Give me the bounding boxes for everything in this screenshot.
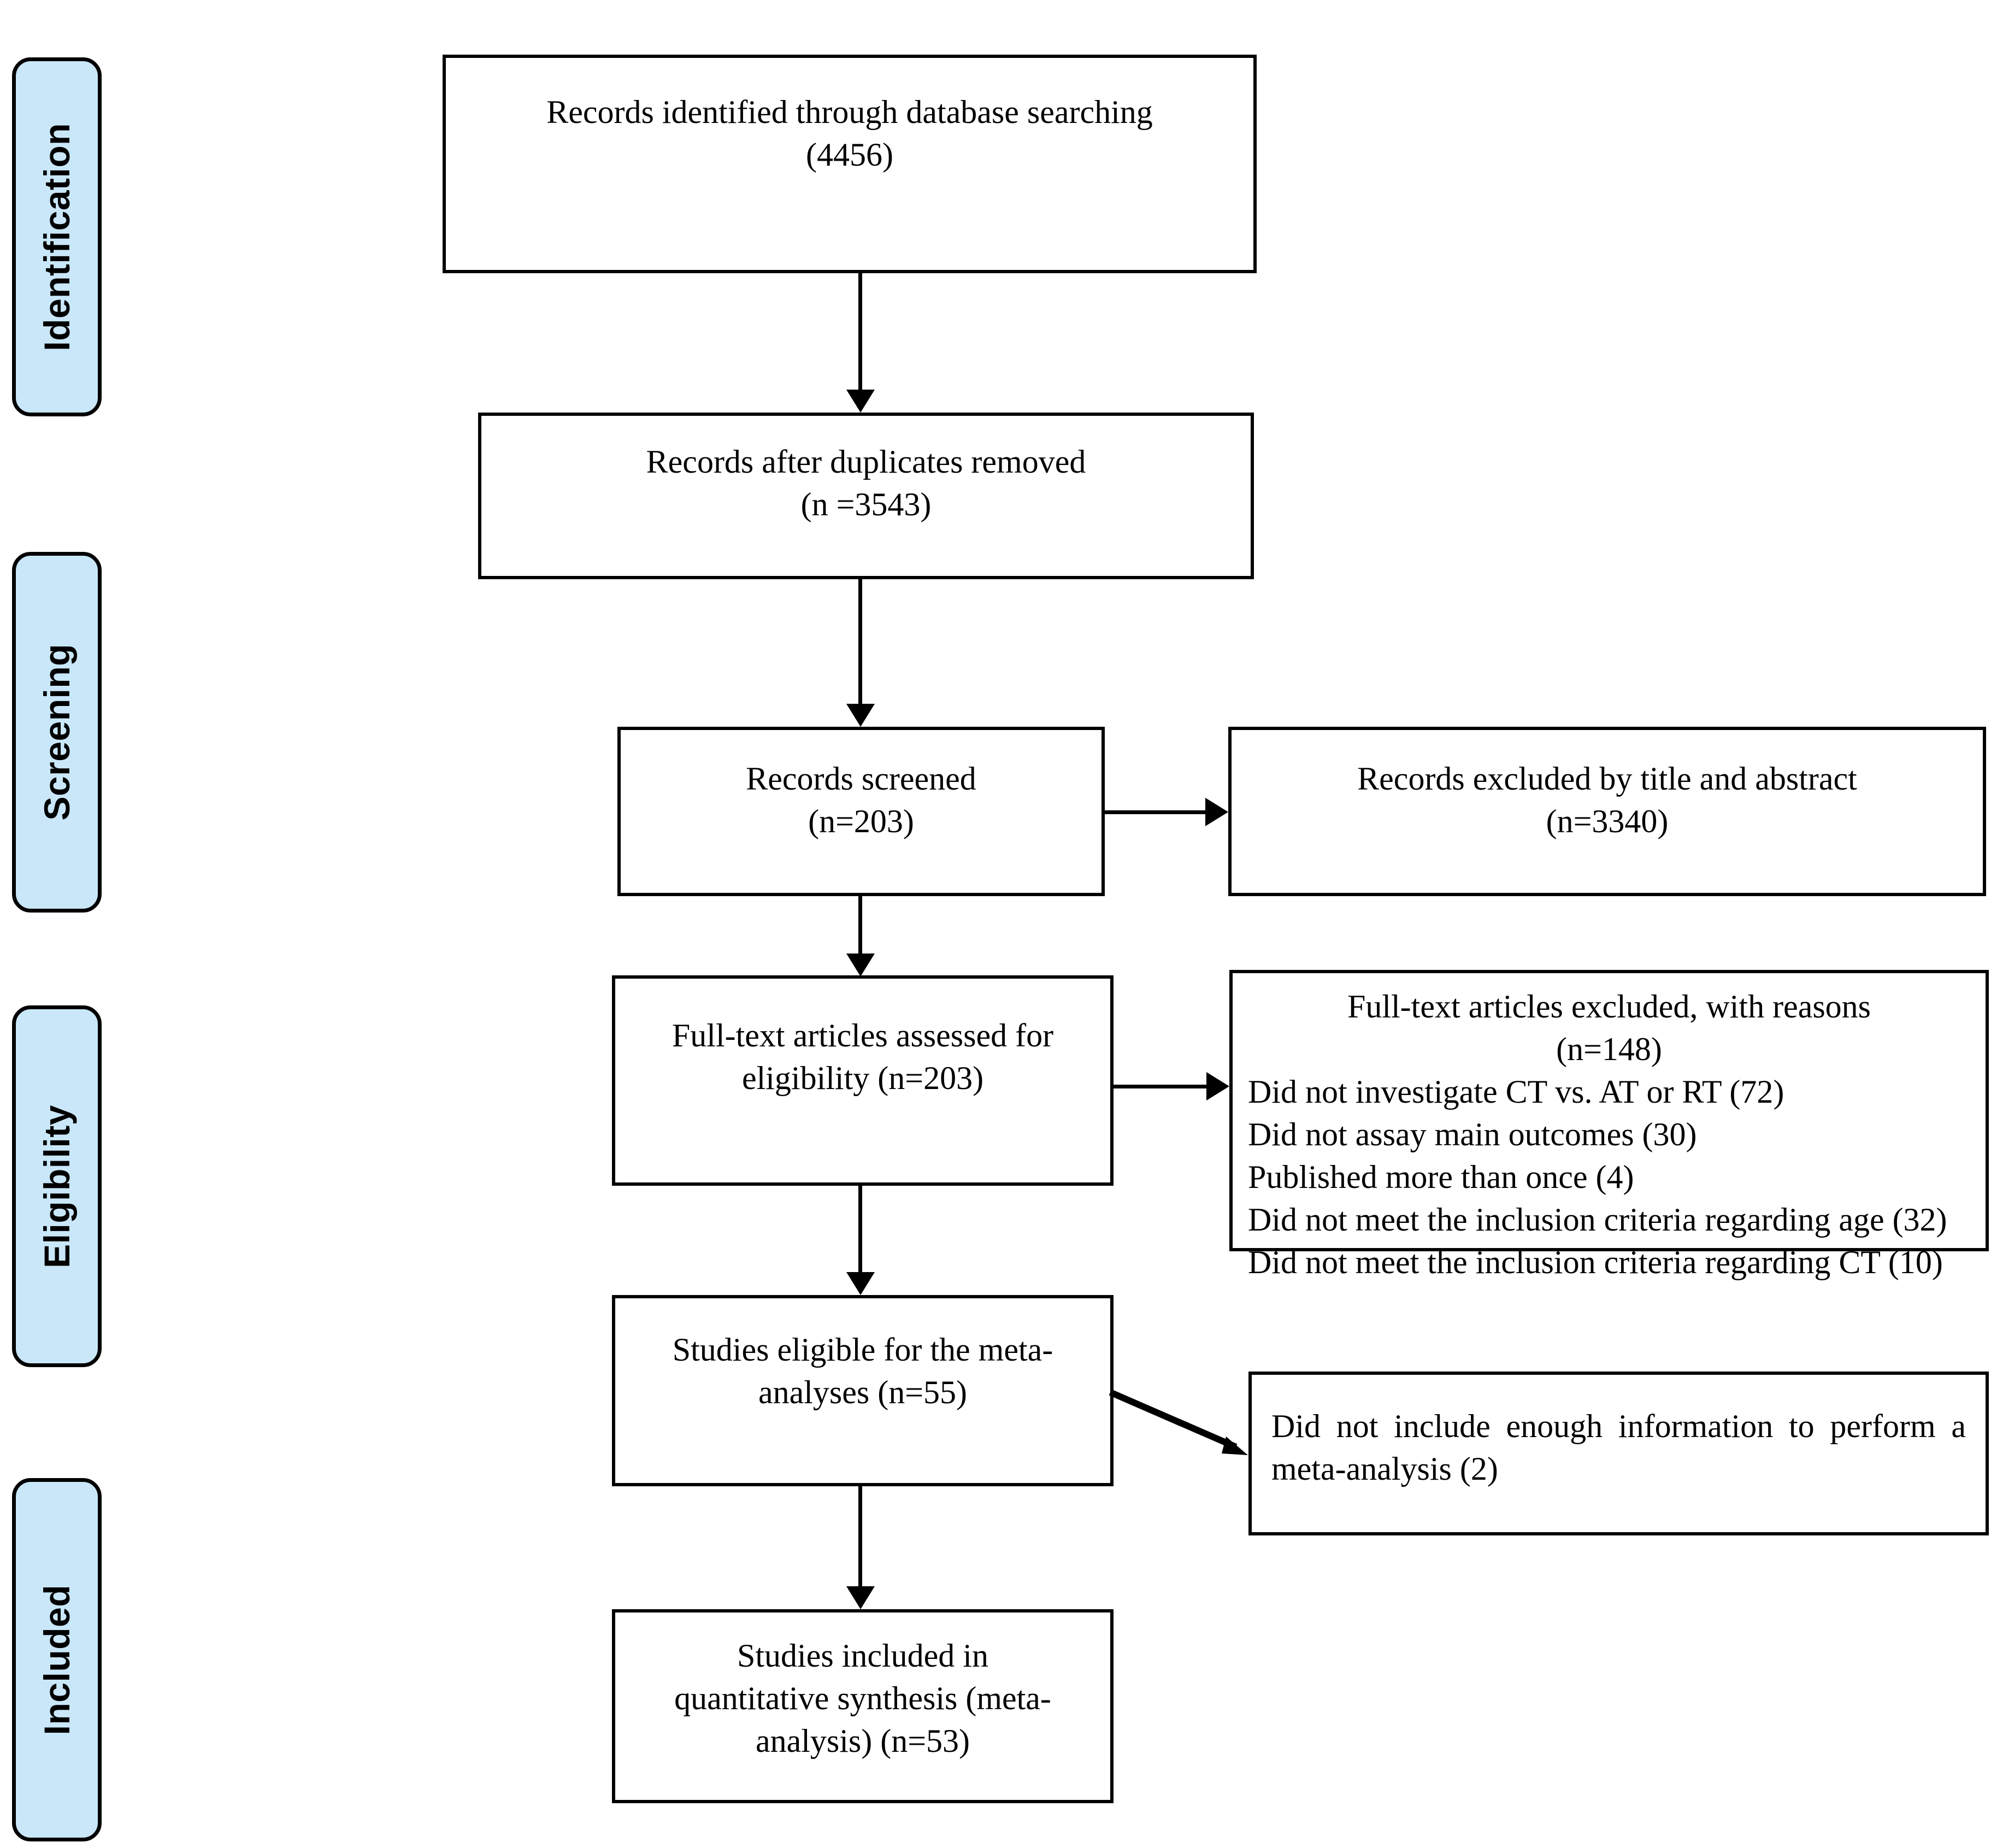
arrowhead-dedup-to-screened xyxy=(846,704,875,727)
box-not-enough-information-text: Did not include enough information to pe… xyxy=(1271,1408,1966,1487)
box-fulltext-assessed-line1: Full-text articles assessed for xyxy=(671,1017,1054,1054)
connector-eligible-to-not-enough-info xyxy=(1109,1389,1248,1455)
box-not-enough-information: Did not include enough information to pe… xyxy=(1248,1372,1989,1535)
box-records-screened-line2: (n=203) xyxy=(808,803,914,839)
box-studies-eligible-body: Studies eligible for the meta- analyses … xyxy=(615,1328,1110,1414)
exclusion-reason-item: Did not meet the inclusion criteria rega… xyxy=(1248,1202,1947,1238)
stage-label-screening: Screening xyxy=(12,552,102,913)
stage-label-included-text: Included xyxy=(37,1584,77,1735)
box-records-excluded-line2: (n=3340) xyxy=(1546,803,1669,839)
box-studies-eligible-line1: Studies eligible for the meta- xyxy=(672,1332,1053,1368)
box-records-excluded-body: Records excluded by title and abstract (… xyxy=(1232,757,1983,843)
box-fulltext-excluded-line1: Full-text articles excluded, with reason… xyxy=(1347,988,1871,1025)
box-records-after-duplicates: Records after duplicates removed (n =354… xyxy=(478,413,1254,579)
connector-fulltext-to-fulltext-excluded xyxy=(1114,1085,1209,1088)
arrowhead-fulltext-to-fulltext-excluded xyxy=(1206,1072,1229,1100)
connector-dedup-to-screened xyxy=(858,579,862,705)
box-fulltext-excluded-head: Full-text articles excluded, with reason… xyxy=(1233,985,1986,1070)
stage-label-eligibility-text: Eligibility xyxy=(37,1104,77,1268)
box-studies-included: Studies included in quantitative synthes… xyxy=(612,1609,1114,1803)
box-studies-eligible-line2: analyses (n=55) xyxy=(758,1374,968,1410)
exclusion-reason-item: Did not assay main outcomes (30) xyxy=(1248,1116,1697,1152)
box-fulltext-assessed-body: Full-text articles assessed for eligibil… xyxy=(615,1014,1110,1099)
connector-screened-to-excluded xyxy=(1105,810,1209,814)
box-studies-included-line1: Studies included in xyxy=(737,1638,988,1674)
box-fulltext-assessed-line2: eligibility (n=203) xyxy=(741,1060,984,1096)
exclusion-reason-item: Did not investigate CT vs. AT or RT (72) xyxy=(1248,1074,1784,1110)
box-records-identified: Records identified through database sear… xyxy=(443,55,1257,273)
stage-label-included: Included xyxy=(12,1478,102,1841)
box-records-screened: Records screened (n=203) xyxy=(617,727,1105,896)
box-records-excluded-line1: Records excluded by title and abstract xyxy=(1357,761,1857,797)
arrowhead-screened-to-fulltext xyxy=(846,954,875,976)
box-fulltext-assessed: Full-text articles assessed for eligibil… xyxy=(612,975,1114,1186)
box-records-after-duplicates-line1: Records after duplicates removed xyxy=(646,444,1086,480)
box-records-screened-body: Records screened (n=203) xyxy=(621,757,1101,843)
stage-label-screening-text: Screening xyxy=(37,644,77,821)
box-records-identified-line2: (4456) xyxy=(806,137,893,173)
exclusion-reason-item: Did not meet the inclusion criteria rega… xyxy=(1248,1244,1943,1280)
box-studies-eligible: Studies eligible for the meta- analyses … xyxy=(612,1295,1114,1486)
box-studies-included-line2: quantitative synthesis (meta- xyxy=(674,1680,1051,1716)
box-fulltext-excluded-reasons: Did not investigate CT vs. AT or RT (72)… xyxy=(1233,1070,1986,1284)
stage-label-eligibility: Eligibility xyxy=(12,1005,102,1367)
connector-identified-to-dedup xyxy=(858,273,862,391)
box-records-identified-body: Records identified through database sear… xyxy=(446,91,1253,176)
arrowhead-fulltext-to-eligible xyxy=(846,1272,875,1295)
box-records-after-duplicates-body: Records after duplicates removed (n =354… xyxy=(481,440,1251,526)
box-records-excluded: Records excluded by title and abstract (… xyxy=(1228,727,1986,896)
connector-screened-to-fulltext xyxy=(858,896,862,956)
box-fulltext-excluded-line2: (n=148) xyxy=(1556,1031,1662,1067)
connector-eligible-to-included xyxy=(858,1486,862,1587)
box-records-identified-line1: Records identified through database sear… xyxy=(546,94,1153,130)
stage-label-identification: Identification xyxy=(12,57,102,416)
stage-label-identification-text: Identification xyxy=(37,122,77,351)
box-records-screened-line1: Records screened xyxy=(746,761,976,797)
arrowhead-eligible-to-included xyxy=(846,1586,875,1609)
box-fulltext-excluded: Full-text articles excluded, with reason… xyxy=(1229,970,1989,1280)
arrowhead-screened-to-excluded xyxy=(1205,798,1228,826)
box-records-after-duplicates-line2: (n =3543) xyxy=(800,486,932,522)
exclusion-reason-item: Published more than once (4) xyxy=(1248,1159,1634,1195)
box-studies-included-body: Studies included in quantitative synthes… xyxy=(615,1634,1110,1762)
arrowhead-identified-to-dedup xyxy=(846,390,875,413)
box-studies-included-line3: analysis) (n=53) xyxy=(755,1723,970,1759)
connector-fulltext-to-eligible xyxy=(858,1186,862,1273)
